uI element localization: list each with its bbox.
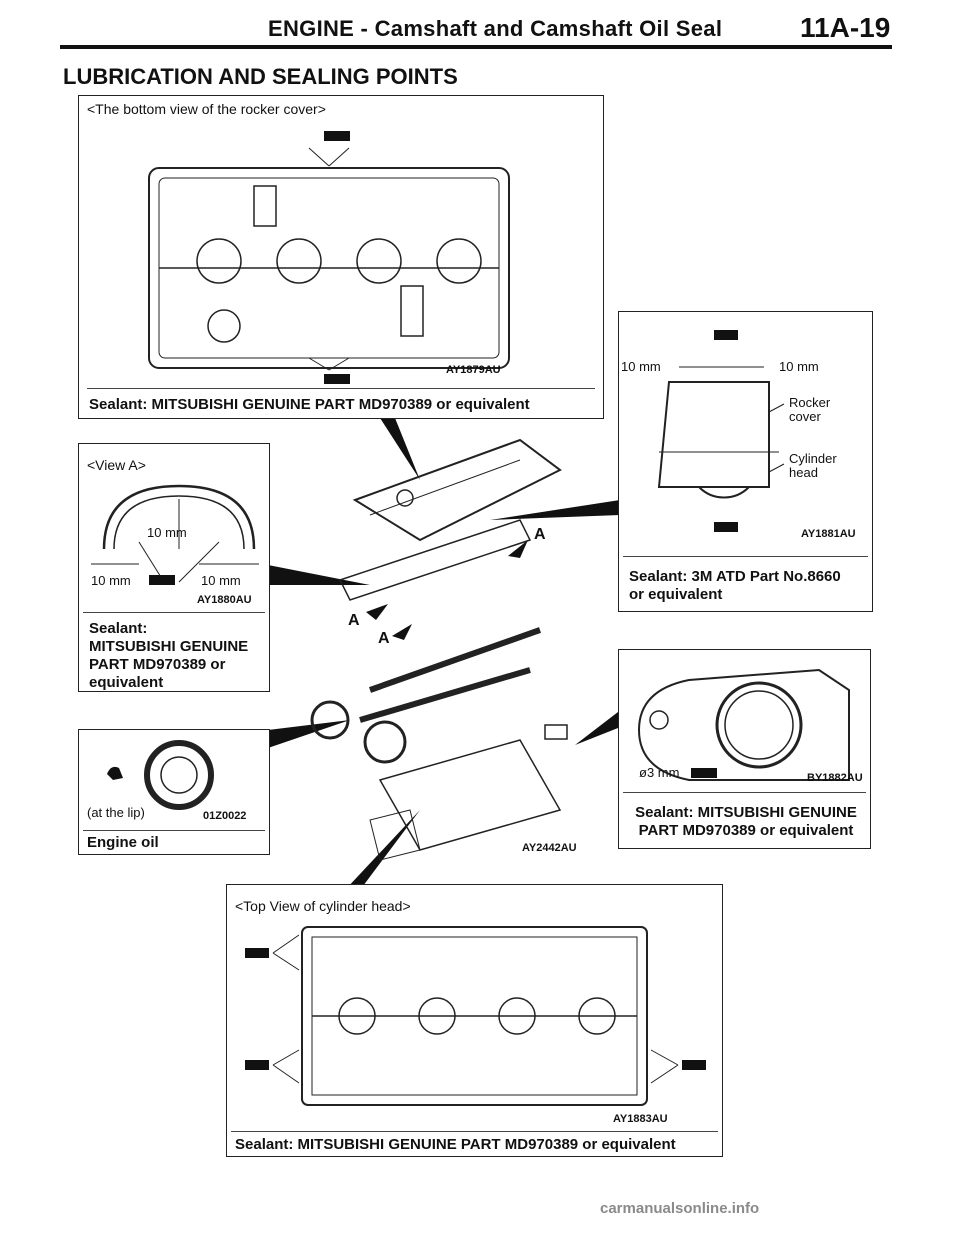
rocker-bottom-heading: <The bottom view of the rocker cover> (87, 101, 326, 117)
view-a-caption: Sealant: MITSUBISHI GENUINE PART MD97038… (89, 620, 249, 691)
view-a-dim-left: 10 mm (91, 573, 131, 588)
oil-seal-drawing (107, 740, 214, 810)
sensor-code: BY1882AU (807, 772, 863, 784)
rocker-side-dim-right: 10 mm (779, 359, 819, 374)
view-a-panel: <View A> 10 mm 10 mm 10 mm AY1880AU Seal… (78, 443, 270, 692)
label-rocker-cover: Rocker cover (789, 395, 831, 424)
oil-seal-note: (at the lip) (87, 805, 145, 820)
oil-seal-panel: (at the lip) 01Z0022 Engine oil (78, 729, 270, 855)
marker-a-1: A (534, 526, 546, 543)
sensor-drawing (637, 668, 850, 781)
cylinder-head-code: AY1883AU (613, 1113, 668, 1125)
label-cylinder-head: Cylinder head (789, 451, 837, 480)
rocker-cover-side-panel: 10 mm 10 mm Rocker cover Cylinder head A… (618, 311, 873, 612)
marker-a-3: A (378, 630, 390, 647)
view-a-dim-top: 10 mm (147, 525, 187, 540)
view-a-dim-right: 10 mm (201, 573, 241, 588)
page-number: 11A-19 (800, 12, 891, 43)
view-a-heading: <View A> (87, 457, 146, 473)
cylinder-head-caption: Sealant: MITSUBISHI GENUINE PART MD97038… (235, 1136, 676, 1153)
cylinder-head-drawing (245, 926, 706, 1106)
footer-watermark: carmanualsonline.info (600, 1200, 760, 1217)
sensor-dim: ø3 mm (639, 765, 680, 780)
cylinder-head-top-panel: <Top View of cylinder head> AY1883AU Sea… (226, 884, 723, 1157)
oil-seal-code: 01Z0022 (203, 810, 247, 822)
header-title: ENGINE - Camshaft and Camshaft Oil Seal (268, 16, 723, 41)
sensor-panel: ø3 mm BY1882AU Sealant: MITSUBISHI GENUI… (618, 649, 871, 849)
rocker-side-dim-left: 10 mm (621, 359, 661, 374)
rocker-cover-bottom-panel: <The bottom view of the rocker cover> AY… (78, 95, 604, 419)
exploded-code: AY2442AU (522, 842, 577, 854)
section-title: LUBRICATION AND SEALING POINTS (63, 64, 458, 89)
page-header: ENGINE - Camshaft and Camshaft Oil Seal … (0, 0, 960, 56)
view-a-code: AY1880AU (197, 594, 252, 606)
rocker-cover-drawing (148, 131, 510, 384)
rocker-bottom-caption: Sealant: MITSUBISHI GENUINE PART MD97038… (89, 396, 530, 413)
oil-seal-caption: Engine oil (87, 834, 159, 851)
marker-a-2: A (348, 612, 360, 629)
cylinder-head-heading: <Top View of cylinder head> (235, 898, 411, 914)
rocker-side-code: AY1881AU (801, 528, 856, 540)
header-rule (60, 45, 892, 49)
rocker-side-drawing (657, 330, 785, 532)
sensor-caption: Sealant: MITSUBISHI GENUINE PART MD97038… (635, 804, 857, 839)
view-a-drawing (91, 484, 259, 585)
rocker-bottom-code: AY1879AU (446, 364, 501, 376)
rocker-side-caption: Sealant: 3M ATD Part No.8660 or equivale… (629, 568, 841, 603)
